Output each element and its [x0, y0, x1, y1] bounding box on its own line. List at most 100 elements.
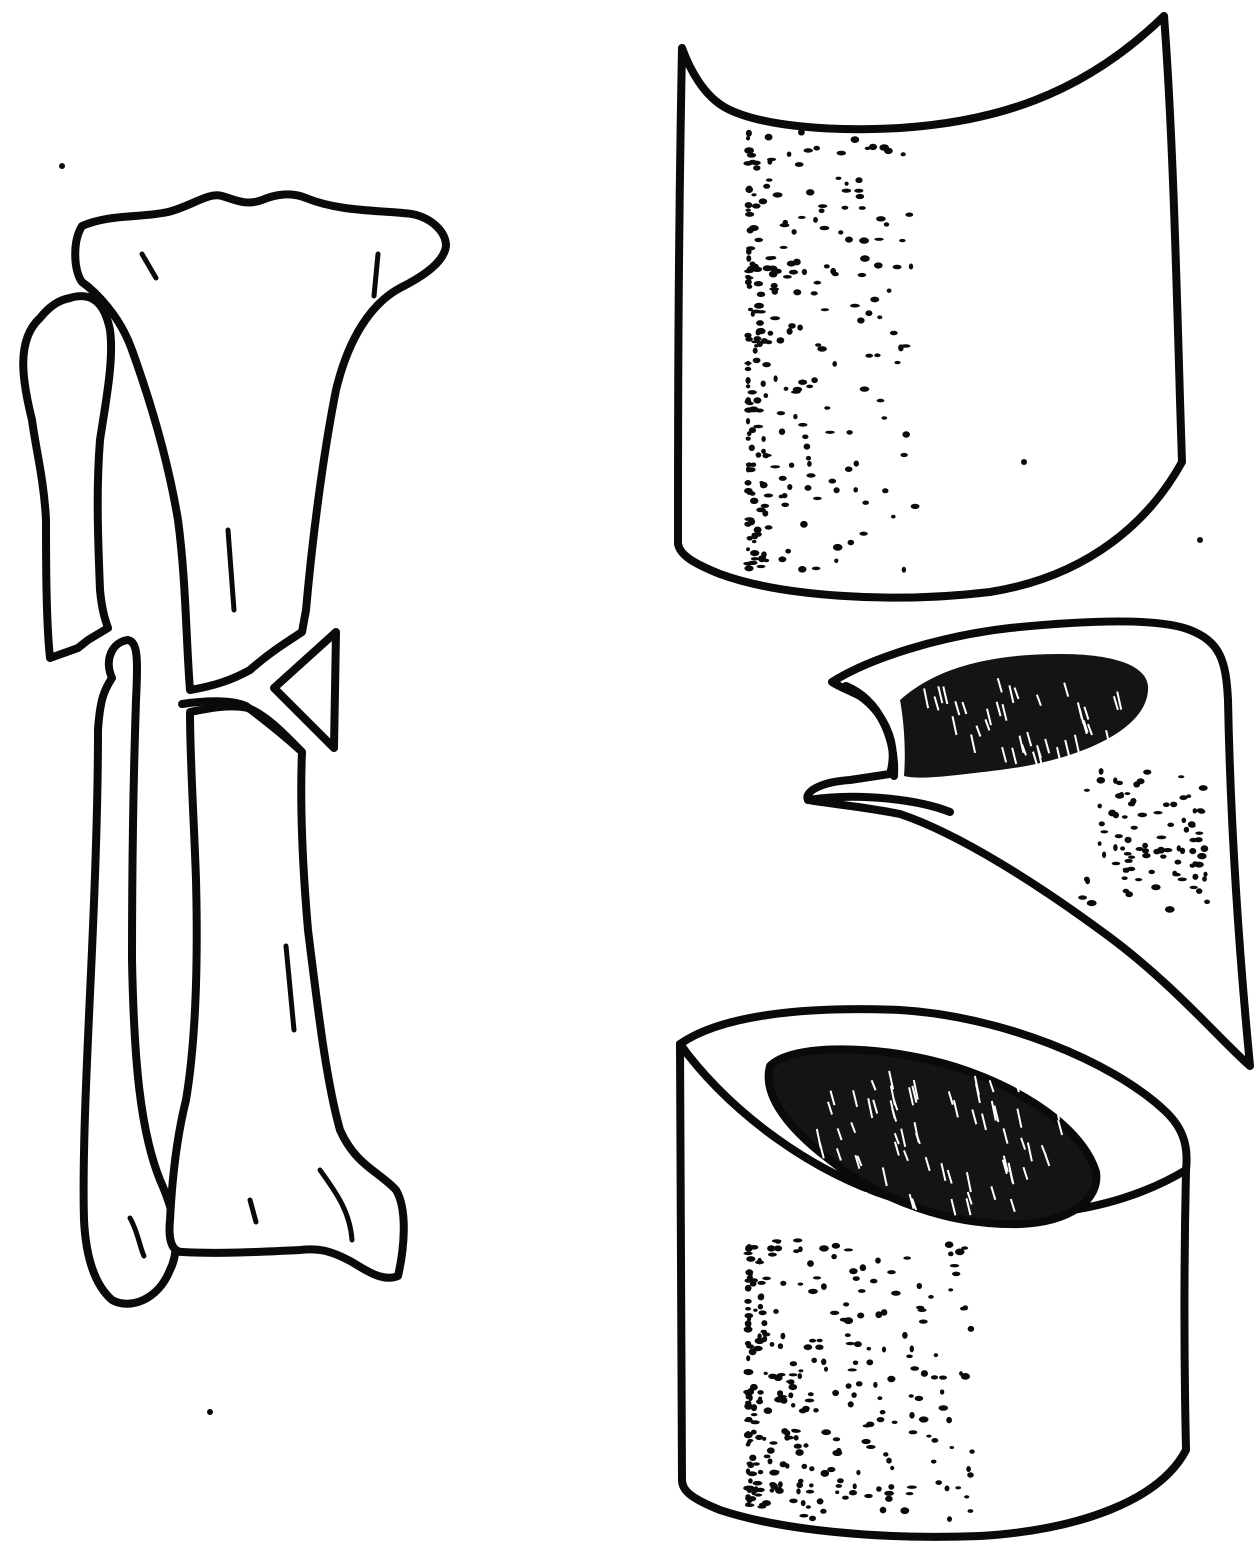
stipple-dot — [809, 1466, 814, 1471]
stipple-dot — [779, 476, 787, 481]
stipple-dot — [748, 1478, 753, 1483]
stipple-dot — [746, 1256, 755, 1262]
stipple-dot — [945, 1486, 950, 1492]
stipple-dot — [1195, 832, 1203, 835]
stipple-dot — [747, 536, 753, 541]
stipple-dot — [803, 1443, 808, 1447]
speck — [59, 163, 65, 169]
stipple-dot — [780, 1397, 787, 1404]
stipple-dot — [744, 1369, 753, 1373]
stipple-dot — [753, 425, 763, 428]
stipple-dot — [806, 385, 813, 389]
tibia-proximal — [75, 194, 446, 690]
stipple-dot — [870, 297, 879, 303]
stipple-dot — [793, 414, 797, 419]
stipple-dot — [1120, 846, 1125, 850]
stipple-dot — [752, 203, 761, 208]
stipple-dot — [748, 561, 758, 565]
stipple-dot — [758, 1304, 763, 1310]
stipple-dot — [892, 1421, 898, 1424]
stipple-dot — [887, 1270, 896, 1274]
stipple-dot — [751, 311, 755, 317]
stipple-dot — [754, 281, 763, 286]
stipple-dot — [774, 1487, 782, 1492]
stipple-dot — [877, 1396, 882, 1400]
stipple-dot — [809, 1289, 815, 1292]
stipple-dot — [821, 1429, 831, 1435]
stipple-dot — [817, 346, 827, 352]
stipple-dot — [746, 246, 755, 250]
stipple-dot — [910, 1366, 919, 1371]
stipple-dot — [779, 428, 785, 435]
stipple-dot — [764, 1407, 773, 1414]
stipple-dot — [900, 1507, 909, 1514]
stipple-dot — [883, 1452, 888, 1456]
stipple-dot — [1203, 872, 1207, 877]
stipple-dot — [840, 1318, 849, 1322]
stipple-dot — [1108, 810, 1116, 817]
stipple-dot — [745, 397, 751, 403]
stipple-dot — [837, 151, 846, 156]
wedge-bone-segment — [807, 622, 1250, 1067]
stipple-dot — [1122, 876, 1128, 880]
stipple-dot — [1175, 860, 1182, 865]
stipple-dot — [764, 1372, 768, 1375]
stipple-dot — [806, 189, 814, 195]
stipple-dot — [806, 1490, 814, 1494]
stipple-dot — [795, 162, 804, 167]
stipple-dot — [1084, 789, 1090, 792]
stipple-dot — [763, 184, 770, 189]
stipple-dot — [885, 1496, 893, 1502]
stipple-dot — [915, 1396, 924, 1401]
stipple-dot — [846, 430, 852, 435]
stipple-dot — [767, 158, 772, 165]
stipple-dot — [1142, 843, 1148, 849]
stipple-dot — [846, 1383, 852, 1389]
stipple-dot — [921, 1370, 928, 1377]
stipple-dot — [788, 323, 796, 329]
stipple-dot — [778, 1343, 783, 1349]
speck — [1021, 459, 1027, 465]
stipple-dot — [747, 1489, 752, 1494]
stipple-dot — [939, 1376, 947, 1380]
stipple-dot — [774, 1245, 782, 1251]
stipple-dot — [1179, 795, 1187, 800]
stipple-dot — [820, 1509, 826, 1514]
stipple-dot — [746, 467, 756, 472]
stipple-dot — [910, 1345, 914, 1352]
stipple-dot — [919, 1320, 928, 1324]
stipple-dot — [818, 204, 827, 208]
stipple-dot — [758, 1397, 762, 1401]
stipple-dot — [845, 237, 853, 243]
stipple-dot — [798, 1369, 803, 1372]
stipple-dot — [870, 1279, 878, 1284]
stipple-dot — [802, 435, 808, 440]
stipple-dot — [874, 262, 883, 268]
stipple-dot — [825, 431, 835, 434]
stipple-dot — [906, 1492, 914, 1495]
stipple-dot — [768, 1374, 777, 1379]
stipple-dot — [803, 148, 813, 152]
stipple-dot — [849, 1268, 857, 1274]
stipple-dot — [745, 279, 752, 285]
stipple-dot — [911, 504, 920, 509]
stipple-dot — [770, 465, 780, 468]
stipple-dot — [746, 255, 751, 262]
stipple-dot — [969, 1449, 974, 1453]
stipple-dot — [756, 1488, 765, 1492]
stipple-dot — [967, 1472, 974, 1477]
stipple-dot — [877, 1417, 885, 1422]
stipple-dot — [1100, 830, 1108, 833]
stipple-dot — [758, 1470, 763, 1474]
stipple-dot — [786, 1436, 794, 1440]
stipple-dot — [866, 1422, 874, 1428]
stipple-dot — [745, 202, 753, 208]
stipple-dot — [749, 225, 759, 231]
stipple-dot — [765, 525, 773, 529]
stipple-dot — [799, 1514, 808, 1518]
stipple-dot — [824, 264, 830, 268]
stipple-dot — [767, 1447, 775, 1453]
stipple-dot — [964, 1495, 969, 1498]
stipple-dot — [770, 316, 780, 320]
stipple-dot — [746, 547, 750, 551]
